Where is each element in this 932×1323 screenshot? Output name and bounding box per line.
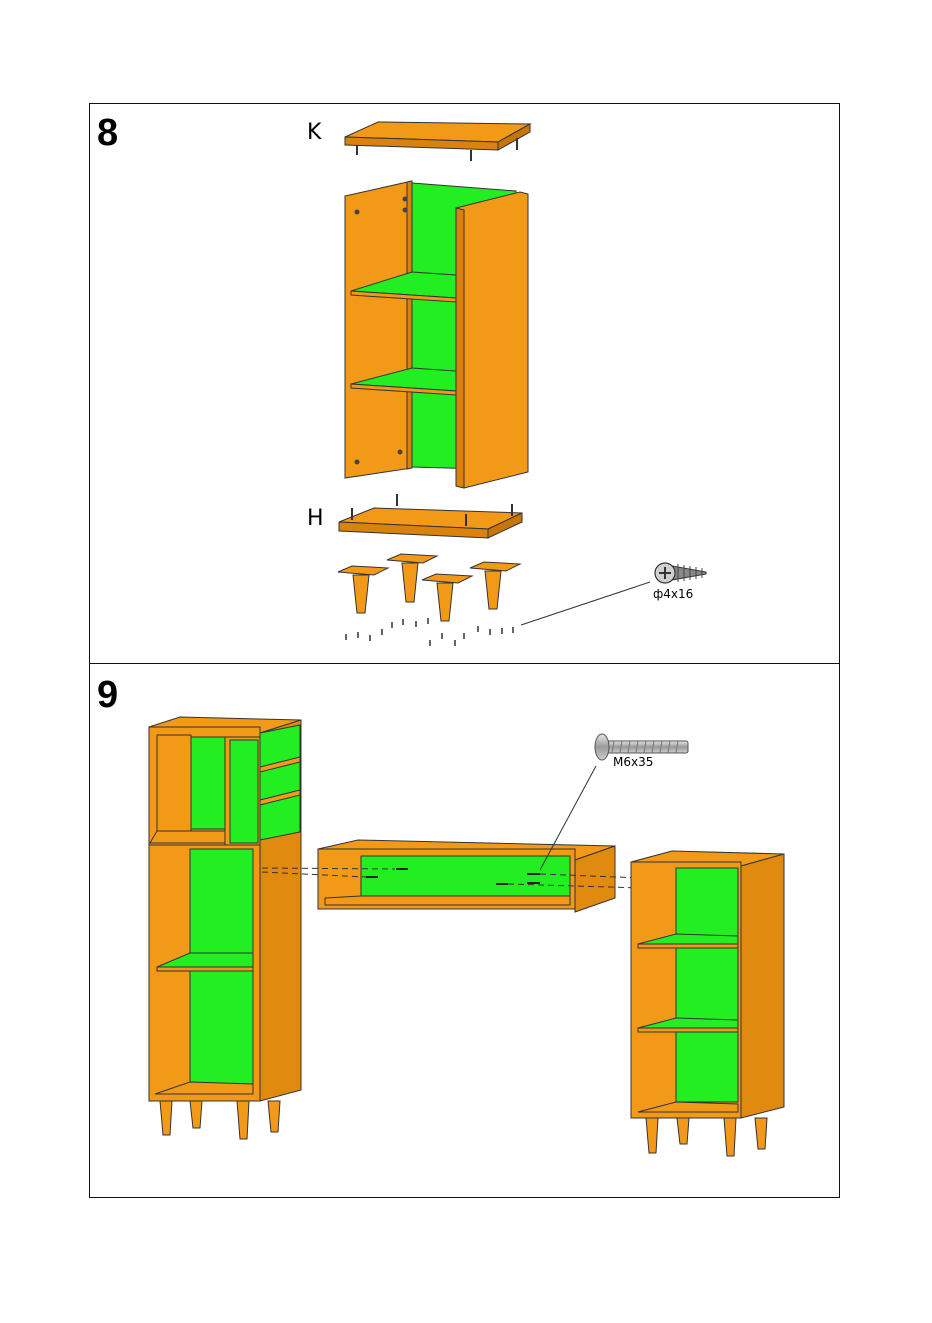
- leg: [338, 566, 388, 613]
- screw-icon: [655, 563, 706, 583]
- screws-scatter: [346, 618, 513, 646]
- cabinet-carcass: [345, 181, 528, 488]
- right-cabinet-unit: [631, 851, 784, 1156]
- leg: [470, 562, 520, 609]
- legs-group: [338, 554, 520, 621]
- bottom-panel-h: [339, 494, 522, 538]
- bolt-icon: [595, 734, 688, 760]
- leg: [422, 574, 472, 621]
- leader-line-screw: [521, 582, 650, 625]
- top-panel-k: [345, 122, 530, 161]
- tall-left-unit: [149, 717, 301, 1139]
- middle-shelf-unit: [318, 840, 615, 912]
